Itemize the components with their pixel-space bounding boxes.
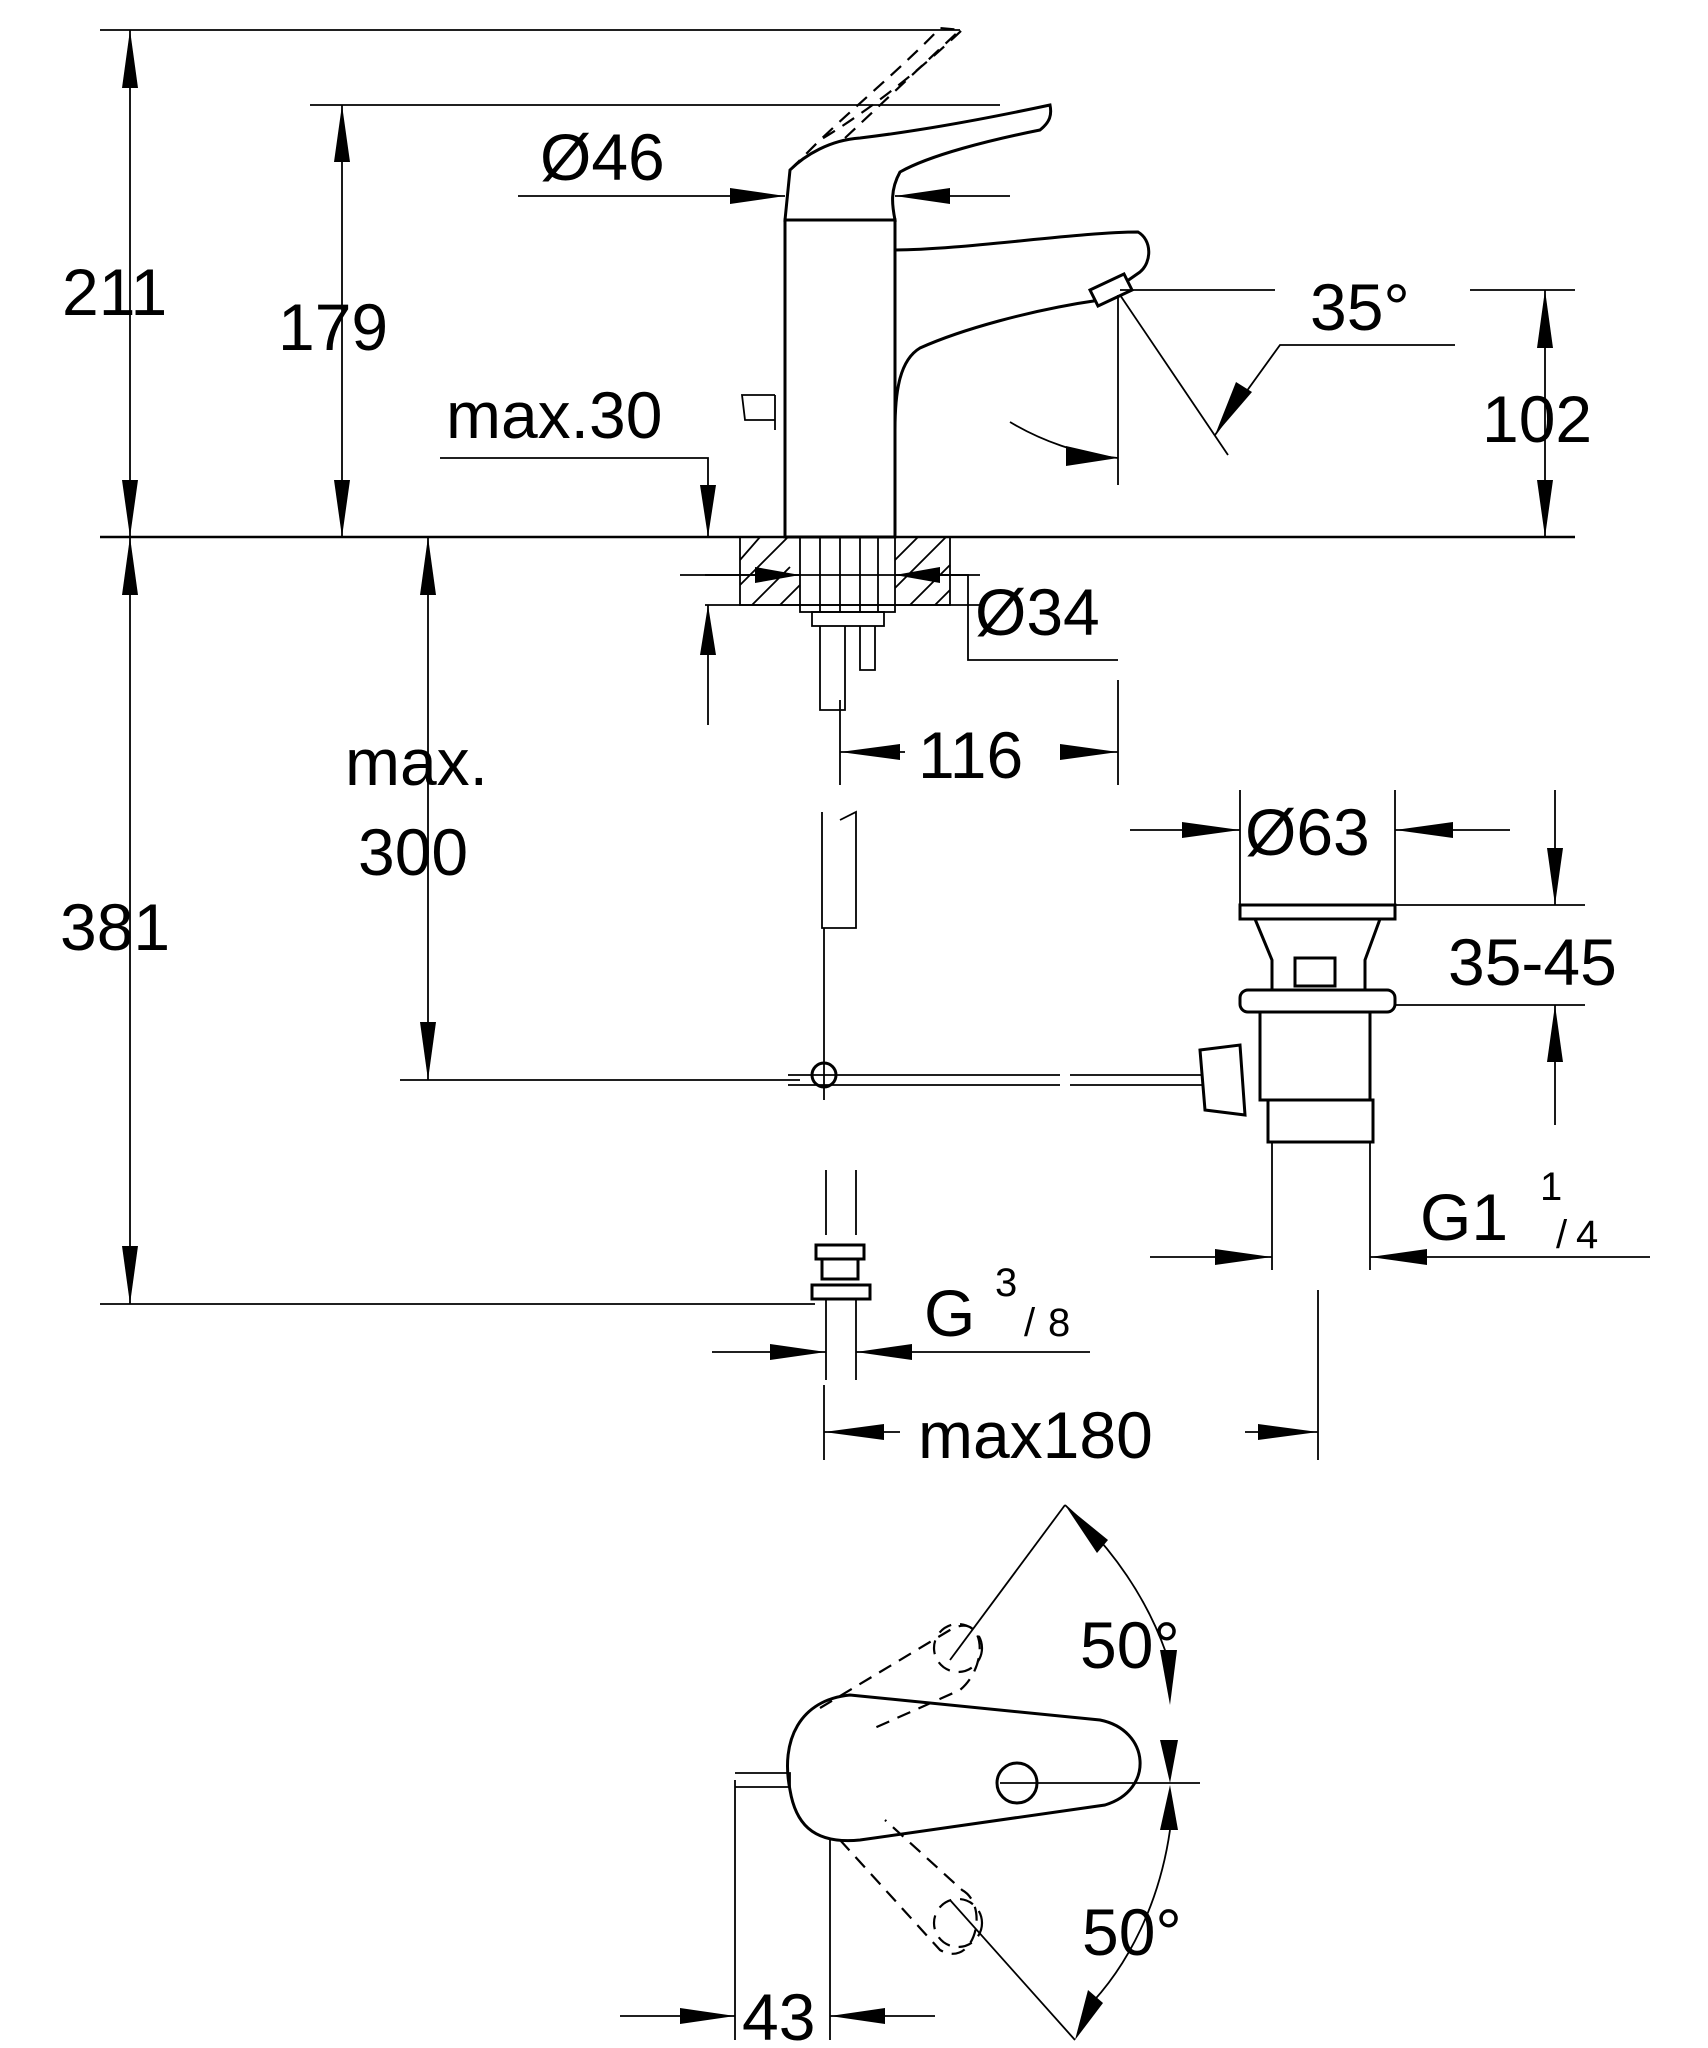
dim-35-45: 35-45: [1448, 925, 1617, 999]
hose-junction: [788, 928, 1205, 1100]
spout: [893, 230, 1151, 431]
dim-102: 102: [1482, 382, 1592, 456]
lever-raised-outline-2: [844, 29, 961, 139]
overflow-nut: [1198, 1043, 1247, 1117]
dim-waste-thread-num: 1: [1540, 1165, 1562, 1209]
supply-hose-upper: [821, 810, 857, 929]
waste-ring: [1238, 988, 1397, 1014]
dim-handle-diameter: Ø46: [540, 120, 665, 194]
tap-side-view: [100, 26, 1575, 1380]
dim-shank-diameter: Ø34: [975, 575, 1100, 649]
dim-waste-thread-den: 4: [1576, 1213, 1598, 1257]
dim-max180: max180: [918, 1398, 1153, 1472]
countertop-hatch: [705, 536, 980, 606]
dim-300: 300: [358, 815, 468, 889]
waste-flange: [1238, 903, 1397, 921]
dim-max-line1: max.: [345, 725, 488, 799]
dim-116: 116: [918, 718, 1023, 792]
supply-hose-lower: [810, 1170, 872, 1380]
dim-waste-diameter: Ø63: [1245, 795, 1370, 869]
dim-lever-angle-front: 50°: [1082, 1895, 1182, 1969]
dim-43: 43: [742, 1980, 815, 2048]
lever-top-view: [735, 1622, 1142, 1955]
popup-rod: [740, 394, 776, 430]
dim-max30: max.30: [446, 378, 662, 452]
dim-supply-thread-slash: /: [1024, 1301, 1036, 1345]
waste-body: [1258, 1010, 1372, 1102]
dim-supply-thread: G: [924, 1276, 975, 1350]
dim-lever-angle-back: 50°: [1080, 1608, 1180, 1682]
dim-381: 381: [60, 890, 170, 964]
lever-back-cap: [932, 1622, 984, 1674]
dim-211: 211: [62, 255, 167, 329]
waste-stopper: [1293, 956, 1337, 988]
lever-top-rod: [735, 1772, 791, 1788]
lever-top: [786, 1693, 1142, 1843]
dim-spout-angle: 35°: [1310, 270, 1410, 344]
lever-front-outline: [839, 1819, 978, 1955]
dim-supply-thread-num: 3: [995, 1261, 1017, 1305]
dimension-labels: 211 179 Ø46 35° 102 max.30 Ø34 116 Ø63 3…: [60, 120, 1617, 2048]
dim-supply-thread-den: 8: [1048, 1301, 1070, 1345]
dim-waste-thread-slash: /: [1556, 1213, 1568, 1257]
lever-front-cap: [932, 1897, 984, 1949]
waste-side-view: [1198, 903, 1397, 1270]
dimension-lines: [100, 29, 1650, 2041]
lever-back-outline: [819, 1624, 981, 1732]
waste-tail: [1266, 1098, 1375, 1144]
dim-179: 179: [278, 290, 388, 364]
dim-waste-thread: G1: [1420, 1180, 1508, 1254]
shank: [799, 536, 896, 711]
lever-handle: [783, 103, 1053, 222]
tap-body: [783, 218, 897, 539]
